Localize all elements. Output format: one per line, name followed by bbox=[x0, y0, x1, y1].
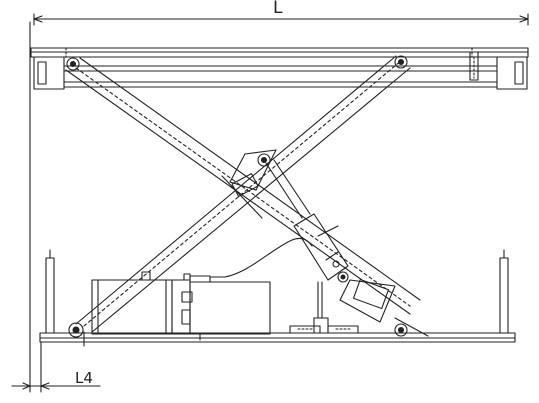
dimension-l4-label: L4 bbox=[75, 369, 93, 387]
cylinder-mounts bbox=[221, 149, 429, 337]
hydraulic-cylinder bbox=[265, 159, 349, 281]
pivot-pins bbox=[66, 55, 408, 338]
hydraulic-hose bbox=[209, 237, 323, 319]
base-frame bbox=[39, 249, 516, 343]
scissor-arm-a bbox=[65, 57, 421, 315]
dimension-l bbox=[29, 13, 529, 393]
dimension-l-label: L bbox=[273, 0, 283, 18]
top-platform bbox=[30, 47, 529, 90]
base-fittings bbox=[83, 317, 359, 347]
dimension-l4 bbox=[11, 341, 101, 393]
power-unit bbox=[91, 271, 271, 341]
